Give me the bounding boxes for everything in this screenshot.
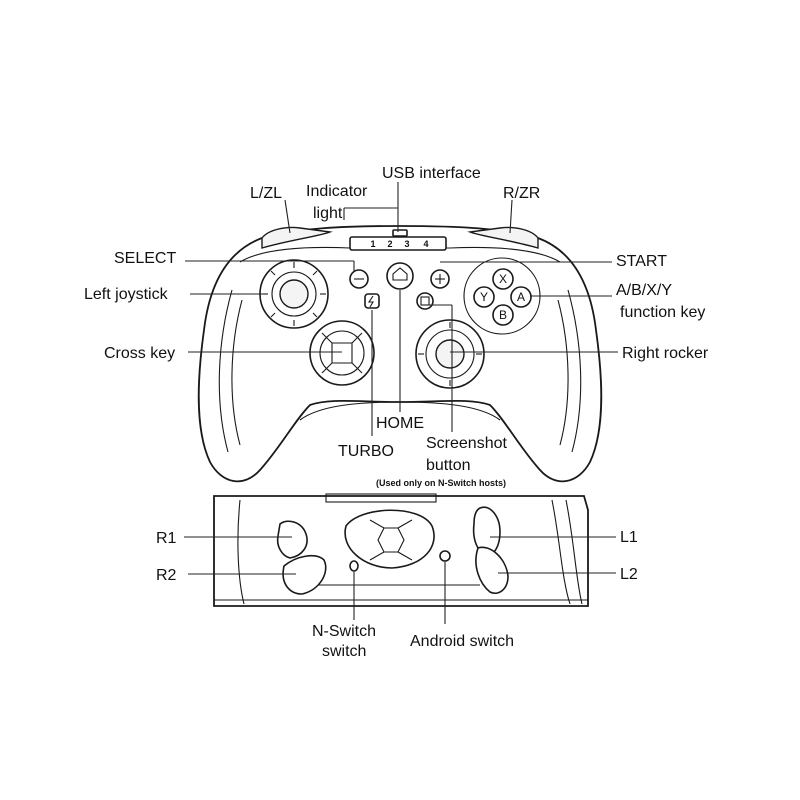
label-r1: R1	[156, 530, 177, 547]
label-indicator-light: Indicator	[306, 183, 368, 200]
leader-line	[509, 199, 513, 234]
label-l-zl: L/ZL	[250, 185, 282, 202]
cross-key[interactable]	[309, 320, 375, 386]
home-icon	[392, 267, 408, 281]
lightning-icon	[367, 295, 374, 308]
b-button[interactable]: B	[492, 304, 514, 326]
right-grip-line	[567, 289, 582, 453]
l2-button[interactable]	[475, 546, 509, 594]
r2-button[interactable]	[282, 554, 327, 595]
controller-front-view: 1 2 3 4	[84, 165, 709, 488]
label-screenshot-note: (Used only on N-Switch hosts)	[376, 478, 506, 488]
label-abxy: A/B/X/Y	[616, 282, 672, 299]
label-screenshot: button	[426, 457, 470, 474]
start-button[interactable]	[430, 269, 450, 289]
top-view-edge	[565, 499, 583, 605]
right-shoulder-bumper[interactable]	[467, 226, 539, 249]
label-screenshot: Screenshot	[426, 435, 507, 452]
leader-line	[284, 199, 291, 234]
indicator-number: 1	[370, 239, 375, 249]
top-view-edge	[551, 499, 571, 605]
svg-text:B: B	[499, 308, 507, 322]
left-grip-line	[218, 289, 233, 453]
label-home: HOME	[376, 415, 424, 432]
left-joystick[interactable]	[259, 259, 329, 329]
label-n-switch: switch	[322, 643, 366, 660]
indicator-number: 2	[387, 239, 392, 249]
n-switch-switch[interactable]	[349, 560, 359, 572]
label-l1: L1	[620, 529, 638, 546]
top-view-frame	[213, 495, 589, 607]
label-right-rocker: Right rocker	[622, 345, 709, 362]
label-start: START	[616, 253, 667, 270]
home-button[interactable]	[386, 262, 414, 290]
x-button[interactable]: X	[492, 268, 514, 290]
label-n-switch: N-Switch	[312, 623, 376, 640]
indicator-number: 4	[423, 239, 428, 249]
label-cross-key: Cross key	[104, 345, 175, 362]
left-shoulder-bumper[interactable]	[261, 226, 333, 249]
svg-text:X: X	[499, 272, 507, 286]
label-abxy: function key	[620, 304, 705, 321]
svg-text:A: A	[517, 290, 525, 304]
label-l2: L2	[620, 566, 638, 583]
label-r-zr: R/ZR	[503, 185, 540, 202]
android-switch[interactable]	[439, 550, 451, 562]
turbo-button[interactable]	[364, 293, 380, 309]
screenshot-button[interactable]	[416, 292, 434, 310]
label-android-switch: Android switch	[410, 633, 514, 650]
select-button[interactable]	[349, 269, 369, 289]
top-view-edge	[237, 499, 245, 605]
label-left-joystick: Left joystick	[84, 286, 169, 303]
label-select: SELECT	[114, 250, 176, 267]
label-indicator-light: light	[313, 205, 343, 222]
usb-port	[392, 229, 408, 237]
svg-text:Y: Y	[480, 290, 488, 304]
right-rocker[interactable]	[415, 319, 485, 389]
indicator-number: 3	[404, 239, 409, 249]
a-button[interactable]: A	[510, 286, 532, 308]
label-turbo: TURBO	[338, 443, 394, 460]
top-view-cross-key	[344, 509, 435, 569]
label-r2: R2	[156, 567, 177, 584]
face-buttons: X Y A B	[463, 257, 541, 335]
left-grip-line	[231, 299, 243, 446]
controller-top-view: R1 R2 L1 L2 N-Switch switch Android swit…	[156, 493, 638, 660]
indicator-light-strip	[349, 236, 447, 251]
y-button[interactable]: Y	[473, 286, 495, 308]
right-grip-line	[557, 299, 569, 446]
label-usb-interface: USB interface	[382, 165, 481, 182]
r1-button[interactable]	[276, 520, 308, 559]
top-view-usb-slot	[325, 493, 437, 503]
